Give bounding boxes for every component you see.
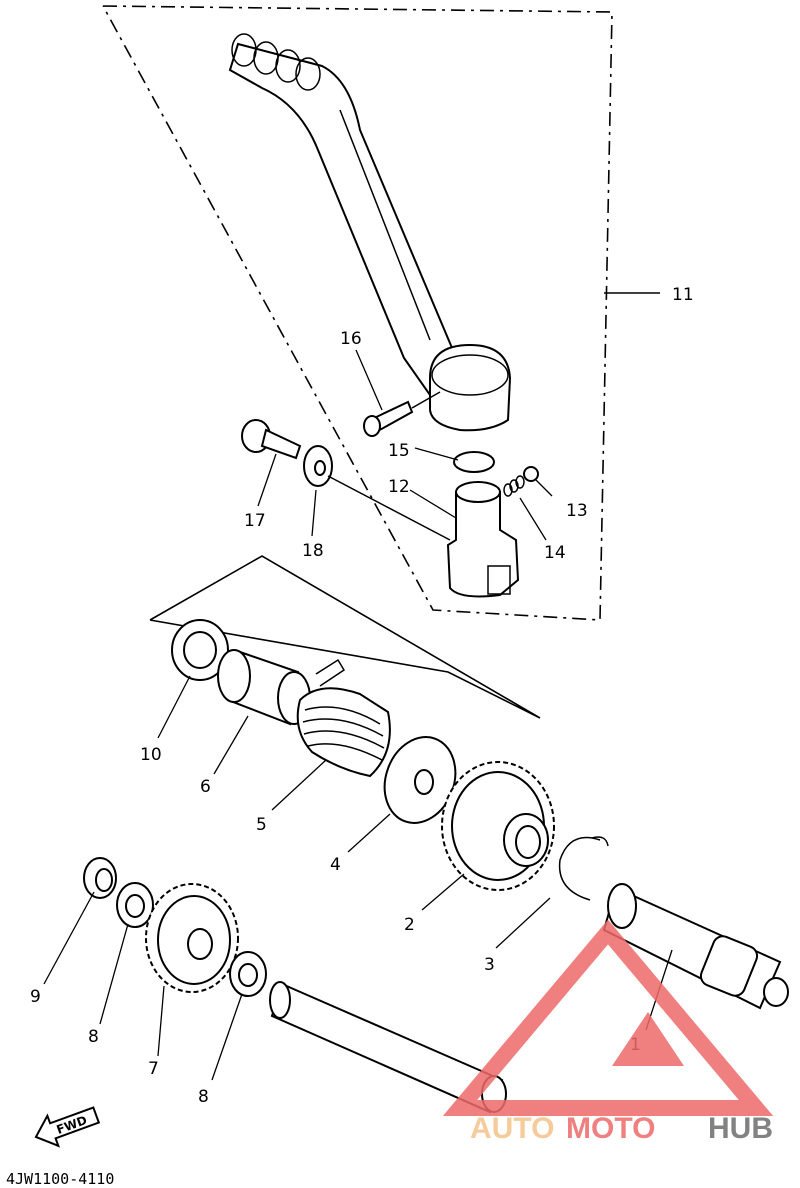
o-ring-15: [453, 451, 495, 473]
circlip-9: [83, 857, 117, 899]
label-5: 5: [256, 815, 267, 835]
label-17: 17: [244, 511, 266, 531]
diagram-code: 4JW1100-4110: [6, 1170, 114, 1188]
label-3: 3: [484, 955, 495, 975]
label-12: 12: [388, 477, 410, 497]
kick-boss-12: [446, 481, 520, 598]
bolt-16: [363, 391, 441, 437]
label-16: 16: [340, 329, 362, 349]
label-7: 7: [148, 1059, 159, 1079]
label-6: 6: [200, 777, 211, 797]
label-14: 14: [544, 543, 566, 563]
idle-shaft: [269, 981, 507, 1114]
label-10: 10: [140, 745, 162, 765]
part-labels: 1 2 3 4 5 6 7 8 8 9 10 11 12 13 14 15 16…: [30, 285, 694, 1107]
washer-8-upper: [116, 882, 154, 928]
kick-gear-2: [441, 761, 555, 891]
idler-gear-7: [145, 883, 239, 993]
kick-shaft-1: [602, 883, 789, 1010]
ball-13: [523, 466, 539, 482]
circlip-3: [558, 836, 609, 901]
washer-18: [303, 445, 451, 541]
collar-6: [217, 649, 311, 726]
label-2: 2: [404, 915, 415, 935]
oil-seal-10: [171, 619, 229, 681]
watermark-text-moto: MOTO: [566, 1112, 655, 1145]
label-9: 9: [30, 987, 41, 1007]
bolt-17: [241, 419, 302, 460]
torsion-spring-5: [296, 658, 391, 778]
kick-lever-arm: [228, 33, 512, 432]
automotohub-logo: AUTO MOTO HUB: [442, 919, 774, 1145]
label-8-upper: 8: [88, 1027, 99, 1047]
washer-8-lower: [229, 951, 267, 997]
watermark-text-auto: AUTO: [470, 1112, 554, 1145]
spring-14: [503, 475, 525, 497]
watermark-text-hub: HUB: [708, 1112, 773, 1145]
assembly-11-boundary: [102, 5, 613, 621]
spring-group-boundary: [149, 555, 541, 719]
fwd-arrow-icon: FWD: [34, 1106, 101, 1148]
label-4: 4: [330, 855, 341, 875]
label-11: 11: [672, 285, 694, 305]
label-13: 13: [566, 501, 588, 521]
label-15: 15: [388, 441, 410, 461]
label-8-lower: 8: [198, 1087, 209, 1107]
label-18: 18: [302, 541, 324, 561]
